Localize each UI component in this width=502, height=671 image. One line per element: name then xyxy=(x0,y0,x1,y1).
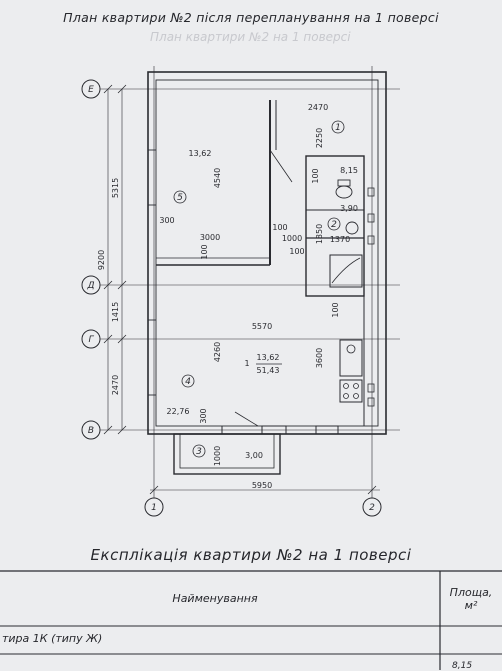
room-2-area: 3,90 xyxy=(340,204,358,213)
table-header-area-unit: м² xyxy=(464,599,478,612)
floor-plan: Е Д Г В 1 2 5315 9200 1415 2470 2250 454… xyxy=(81,66,400,517)
dim-1000: 1000 xyxy=(282,234,302,243)
dim-2250: 2250 xyxy=(315,128,324,148)
room-2-number: 2 xyxy=(331,220,337,230)
show-through-text: План квартири №2 на 1 поверсі xyxy=(150,30,351,44)
dim-300-b: 300 xyxy=(199,408,208,423)
dim-100-c: 100 xyxy=(311,168,320,183)
table-row: тира 1К (типу Ж) xyxy=(2,632,103,645)
dim-1850: 1850 xyxy=(315,224,324,244)
axis-label-1: 1 xyxy=(151,503,157,513)
axis-label-d: Д xyxy=(86,281,94,291)
room-1-number: 1 xyxy=(335,123,341,133)
dim-1415: 1415 xyxy=(111,302,120,322)
room-3-number: 3 xyxy=(196,447,202,457)
table-row-area-value: 8,15 xyxy=(452,661,473,671)
room-2-top-area: 8,15 xyxy=(340,166,358,175)
axis-label-e: Е xyxy=(88,85,94,95)
dim-100-d: 100 xyxy=(289,247,304,256)
table-header-name: Найменування xyxy=(172,592,258,605)
explication-title: Експлікація квартири №2 на 1 поверсі xyxy=(90,546,412,564)
dim-100-a: 100 xyxy=(200,244,209,259)
dim-1370: 1370 xyxy=(330,235,350,244)
room-5-number: 5 xyxy=(177,193,183,203)
dim-4540: 4540 xyxy=(213,168,222,188)
room-4-number: 4 xyxy=(185,377,191,387)
dim-100-b: 100 xyxy=(272,223,287,232)
table-header-area-label: Площа, xyxy=(449,586,493,599)
dim-3600: 3600 xyxy=(315,348,324,368)
dim-5950: 5950 xyxy=(252,481,272,490)
axis-label-v: В xyxy=(88,426,94,436)
room-5-area: 13,62 xyxy=(189,149,212,158)
dim-9200: 9200 xyxy=(97,250,106,270)
apartment-total-area: 51,43 xyxy=(257,366,280,375)
axis-label-g: Г xyxy=(88,335,94,345)
dim-4260: 4260 xyxy=(213,342,222,362)
dim-5570: 5570 xyxy=(252,322,272,331)
dim-3000: 3000 xyxy=(200,233,220,242)
room-small-area: 22,76 xyxy=(167,407,190,416)
explication-table xyxy=(0,570,502,670)
dim-5315: 5315 xyxy=(111,178,120,198)
room-1-label: 1 xyxy=(244,359,249,368)
apartment-living-area: 13,62 xyxy=(257,353,280,362)
dim-100-e: 100 xyxy=(331,302,340,317)
dim-2470-v: 2470 xyxy=(111,375,120,395)
plan-title: План квартири №2 після перепланування на… xyxy=(63,10,439,25)
dim-1000-b: 1000 xyxy=(213,446,222,466)
axis-label-2: 2 xyxy=(369,503,375,513)
dim-2470-h: 2470 xyxy=(308,103,328,112)
dim-300-a: 300 xyxy=(159,216,174,225)
room-3-area: 3,00 xyxy=(245,451,263,460)
table-header-area: Площа, м² xyxy=(446,586,496,612)
